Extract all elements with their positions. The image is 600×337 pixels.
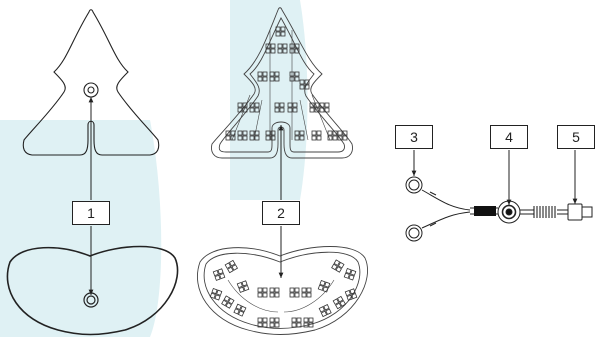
- electrode-square-pair: [233, 303, 247, 317]
- electrode-square-pair: [257, 317, 268, 328]
- electrode-square-pair: [249, 102, 260, 113]
- electrode-square-pair: [249, 130, 260, 141]
- electrode-square-pair: [269, 71, 280, 82]
- kidney-electrode-grid: [209, 259, 358, 328]
- backdrop: [0, 0, 308, 337]
- electrode-square-pair: [257, 71, 268, 82]
- electrode-square-pair: [265, 43, 276, 54]
- electrode-square-pair: [289, 71, 300, 82]
- electrode-square-pair: [269, 287, 280, 298]
- electrode-square-pair: [225, 130, 236, 141]
- electrode-square-pair: [224, 259, 239, 274]
- label-4: 4: [490, 125, 528, 149]
- electrode-square-pair: [319, 102, 330, 113]
- electrode-square-pair: [289, 43, 300, 54]
- electrode-square-pair: [269, 317, 280, 328]
- electrode-square-pair: [237, 102, 248, 113]
- electrode-square-pair: [311, 130, 322, 141]
- label-1: 1: [72, 201, 110, 225]
- electrode-square-pair: [294, 130, 305, 141]
- triangle-electrode-grid: [225, 26, 348, 141]
- electrode-square-pair: [236, 280, 250, 293]
- electrode-square-pair: [299, 79, 310, 90]
- electrode-square-pair: [221, 295, 235, 309]
- kidney-pad-detailed: [196, 246, 368, 335]
- electrode-square-pair: [265, 130, 276, 141]
- electrode-square-pair: [344, 288, 358, 301]
- snap-connector-top-icon: [405, 176, 423, 194]
- electrode-square-pair: [274, 102, 285, 113]
- electrode-square-pair: [327, 130, 338, 141]
- electrode-square-pair: [237, 130, 248, 141]
- electrode-square-pair: [343, 267, 357, 281]
- label-5: 5: [557, 125, 595, 149]
- electrode-square-pair: [303, 317, 314, 328]
- electrode-square-pair: [331, 259, 345, 273]
- snap-connector-bottom-icon: [405, 224, 423, 242]
- electrode-square-pair: [257, 287, 268, 298]
- electrode-square-pair: [289, 287, 300, 298]
- lead-wire-assembly: [405, 176, 593, 242]
- label-2: 2: [262, 201, 300, 225]
- electrode-square-pair: [209, 287, 223, 301]
- electrode-square-pair: [277, 43, 288, 54]
- electrode-square-pair: [337, 130, 348, 141]
- plug-icon: [567, 203, 583, 221]
- electrode-square-pair: [332, 295, 347, 310]
- electrode-square-pair: [287, 102, 298, 113]
- electrode-square-pair: [309, 102, 320, 113]
- electrode-square-pair: [318, 304, 332, 318]
- electrode-square-pair: [301, 287, 312, 298]
- label-3: 3: [395, 125, 433, 149]
- electrode-square-pair: [275, 26, 286, 37]
- electrode-square-pair: [317, 279, 331, 293]
- electrode-square-pair: [212, 268, 226, 281]
- electrode-square-pair: [291, 317, 302, 328]
